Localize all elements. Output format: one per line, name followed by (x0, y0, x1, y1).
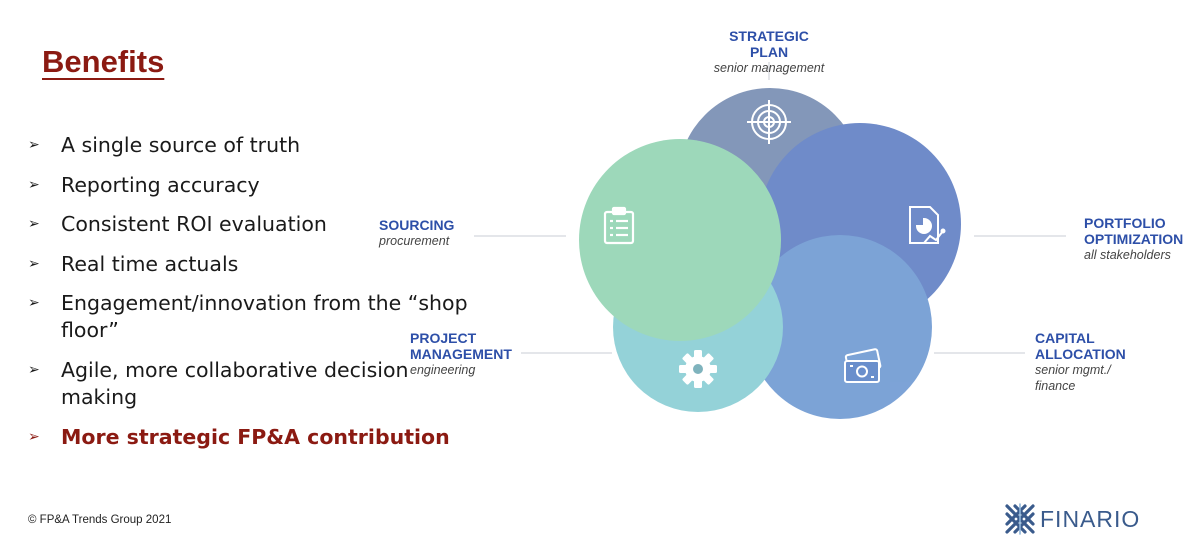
benefit-text: More strategic FP&A contribution (61, 424, 450, 449)
benefit-item: ➢ A single source of truth (28, 132, 468, 159)
target-icon (747, 100, 791, 144)
arrow-bullet-icon: ➢ (28, 361, 40, 378)
label-project-title-1: PROJECT (410, 330, 477, 346)
label-capital-subtitle-1: senior mgmt./ (1035, 363, 1111, 377)
arrow-bullet-icon: ➢ (28, 295, 40, 312)
label-capital-subtitle-2: finance (1035, 379, 1076, 393)
arrow-bullet-icon: ➢ (28, 137, 40, 153)
label-strategic-plan-subtitle: senior management (713, 61, 825, 75)
label-strategic-plan: STRATEGIC PLAN senior management (711, 28, 827, 76)
benefit-text: Reporting accuracy (61, 172, 260, 197)
benefit-text: Consistent ROI evaluation (61, 212, 327, 237)
finario-logo-mark (1005, 503, 1035, 535)
arrow-bullet-icon: ➢ (28, 428, 40, 445)
benefit-item: ➢ Engagement/innovation from the “shop fl… (28, 290, 468, 344)
copyright-notice: © FP&A Trends Group 2021 (28, 514, 172, 526)
benefit-text: Agile, more collaborative decision makin… (61, 357, 409, 409)
benefits-list: ➢ A single source of truth ➢ Reporting accu… (28, 132, 468, 463)
label-portfolio-optimization: PORTFOLIO OPTIMIZATION all stakeholders (1084, 215, 1183, 263)
connector-lines (474, 62, 1066, 354)
arrow-bullet-icon: ➢ (28, 176, 40, 193)
benefit-item: ➢ Real time actuals (28, 251, 468, 278)
label-project-title-2: MANAGEMENT (410, 346, 512, 362)
report-chart-icon (909, 206, 946, 244)
gear-icon (679, 350, 717, 388)
finario-logo-text: FINARIO (1040, 505, 1141, 532)
benefit-text: Engagement/innovation from the “shop flo… (61, 291, 468, 343)
benefit-item: ➢ More strategic FP&A contribution (28, 424, 468, 451)
label-project-subtitle: engineering (410, 363, 476, 377)
benefit-text: A single source of truth (61, 133, 301, 157)
circle-capital-allocation (748, 235, 932, 419)
arrow-bullet-icon: ➢ (28, 216, 40, 233)
circle-sourcing (579, 139, 781, 341)
label-sourcing-title: SOURCING (379, 217, 455, 233)
label-capital-title-1: CAPITAL (1035, 330, 1095, 346)
benefit-item: ➢ Consistent ROI evaluation (28, 211, 468, 238)
benefit-text: Real time actuals (61, 251, 239, 276)
label-portfolio-title-1: PORTFOLIO (1084, 215, 1166, 231)
finario-logo: FINARIO (1004, 502, 1140, 536)
label-capital-title-2: ALLOCATION (1035, 346, 1126, 362)
arrow-bullet-icon: ➢ (28, 255, 40, 272)
benefit-item: ➢ Agile, more collaborative decision maki… (28, 357, 468, 411)
label-capital-allocation: CAPITAL ALLOCATION senior mgmt./ finance (1035, 330, 1126, 394)
label-sourcing: SOURCING procurement (379, 217, 454, 249)
label-portfolio-subtitle: all stakeholders (1084, 248, 1171, 262)
slide-title: Benefits (42, 44, 165, 79)
label-project-management: PROJECT MANAGEMENT engineering (410, 330, 512, 378)
label-portfolio-title-2: OPTIMIZATION (1084, 231, 1184, 247)
label-sourcing-subtitle: procurement (379, 234, 450, 248)
label-strategic-plan-title: STRATEGIC PLAN (729, 28, 809, 60)
benefit-item: ➢ Reporting accuracy (28, 172, 468, 199)
money-icon (844, 348, 882, 383)
clipboard-icon (603, 206, 635, 245)
